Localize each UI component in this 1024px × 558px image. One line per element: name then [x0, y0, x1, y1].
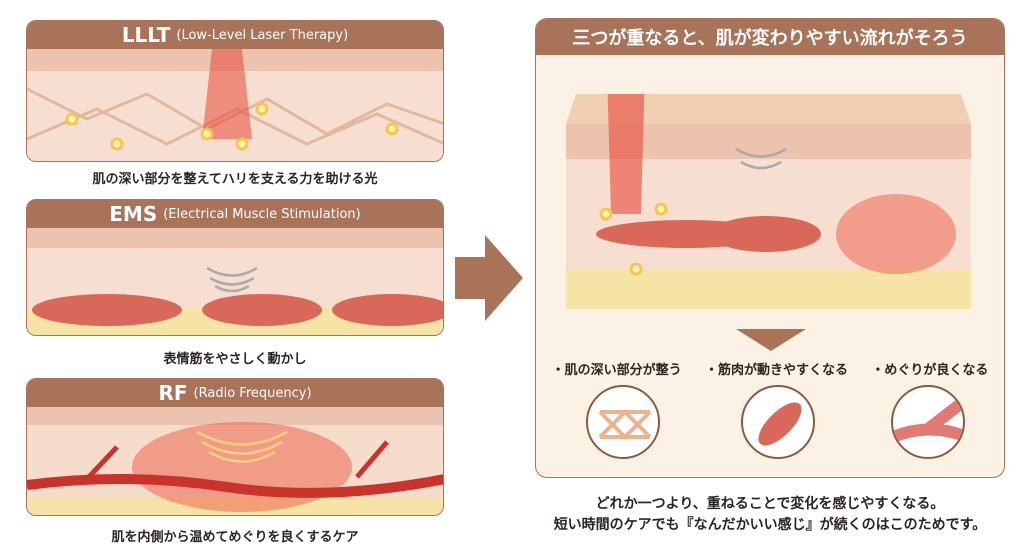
combined-skin-illustration: [566, 94, 971, 309]
muscle-icon: [741, 385, 815, 459]
ems-panel: EMS (Electrical Muscle Stimulation): [26, 199, 444, 336]
benefit-label: ・めぐりが良くなる: [871, 363, 989, 378]
footer-line-2: 短い時間のケアでも『なんだかいい感じ』が続くのはこのためです。: [553, 517, 987, 533]
panel-header: RF (Radio Frequency): [27, 379, 443, 407]
panel-subtitle: (Radio Frequency): [193, 385, 312, 401]
laser-beam: [202, 49, 252, 139]
panel-title: RF: [158, 381, 188, 405]
combined-title: 三つが重なると、肌が変わりやすい流れがそろう: [536, 19, 1004, 55]
collagen-mesh-icon: [586, 385, 660, 459]
panel-header: LLLT (Low-Level Laser Therapy): [27, 21, 443, 49]
benefit-row: ・肌の深い部分が整う ・筋肉が動きやすくなる ・めぐりが良くなる: [536, 359, 1004, 378]
panel-title: LLLT: [121, 23, 171, 47]
down-arrow-icon: [736, 329, 806, 351]
rf-caption: 肌を内側から温めてめぐりを良くするケア: [111, 530, 359, 545]
right-arrow-icon: [455, 235, 523, 321]
benefit-label: ・肌の深い部分が整う: [551, 363, 682, 378]
ems-caption: 表情筋をやさしく動かし: [163, 352, 307, 367]
panel-subtitle: (Electrical Muscle Stimulation): [163, 206, 361, 222]
panel-title: EMS: [109, 202, 158, 226]
combined-effect-panel: 三つが重なると、肌が変わりやすい流れがそろう ・肌の深い部分が整う ・筋肉が動き…: [535, 18, 1005, 478]
panel-header: EMS (Electrical Muscle Stimulation): [27, 200, 443, 228]
lllt-panel: LLLT (Low-Level Laser Therapy): [26, 20, 444, 162]
lllt-caption: 肌の深い部分を整えてハリを支える力を助ける光: [92, 172, 378, 187]
footer-line-1: どれか一つより、重ねることで変化を感じやすくなる。: [595, 496, 945, 512]
lllt-skin-illustration: [27, 49, 443, 161]
rf-heat-illustration: [27, 407, 443, 515]
rf-panel: RF (Radio Frequency): [26, 378, 444, 516]
blood-vessel-icon: [891, 385, 965, 459]
panel-subtitle: (Low-Level Laser Therapy): [176, 27, 349, 43]
ems-muscle-illustration: [27, 228, 443, 335]
benefit-label: ・筋肉が動きやすくなる: [704, 363, 848, 378]
